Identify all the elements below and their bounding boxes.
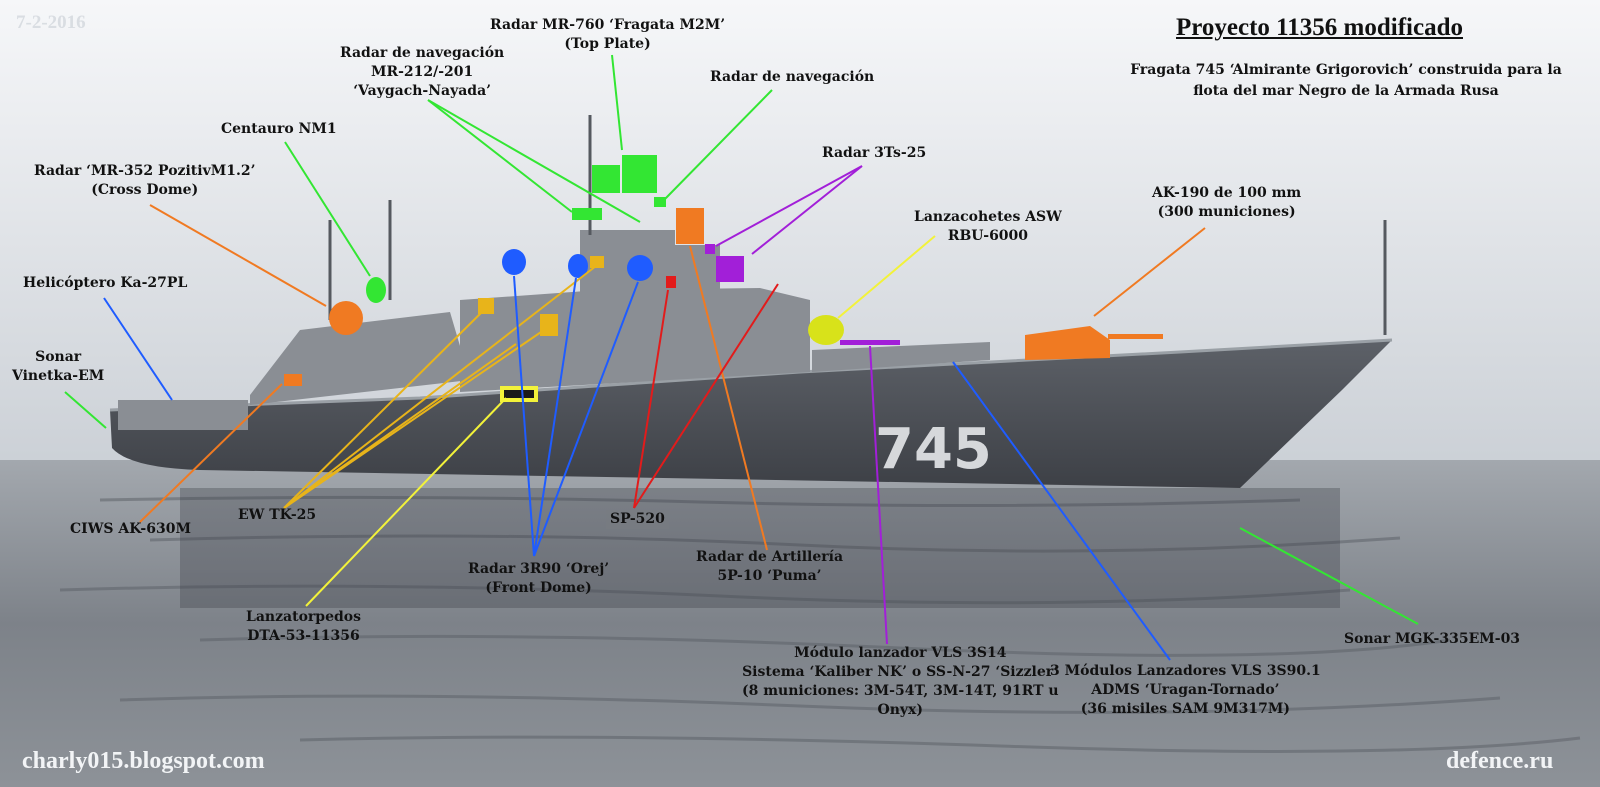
mr760-antenna xyxy=(622,155,657,193)
leader-lines xyxy=(64,54,1419,661)
line-ciws xyxy=(139,383,283,523)
label-ak190: AK-190 de 100 mm (300 municiones) xyxy=(1152,185,1302,220)
sp520-sensor xyxy=(666,276,676,288)
line-3r90-b xyxy=(533,277,577,557)
line-mr760 xyxy=(611,54,623,151)
label-radar-mr760: Radar MR-760 ‘Fragata M2M’ (Top Plate) xyxy=(490,17,726,52)
line-sonar-mgk xyxy=(1239,527,1419,625)
label-torpedo: Lanzatorpedos DTA-53-11356 xyxy=(246,609,362,644)
label-radar-artilleria: Radar de Artillería 5P-10 ‘Puma’ xyxy=(696,549,844,584)
superstructure xyxy=(118,230,990,430)
watermark-blog: charly015.blogspot.com xyxy=(22,748,265,774)
label-radar-nav: Radar de navegación xyxy=(710,69,875,85)
equipment-highlights xyxy=(284,155,1163,402)
3r90-dome-1 xyxy=(502,249,526,275)
ship-hull xyxy=(110,340,1392,488)
line-nav xyxy=(663,89,773,201)
watermark-source: defence.ru xyxy=(1446,748,1554,774)
ew-box-1 xyxy=(478,298,494,314)
label-sonar-vinetka: Sonar Vinetka-EM xyxy=(12,349,105,384)
line-vls-3s90 xyxy=(952,361,1171,661)
label-radar-nav-mr212: Radar de navegación MR-212/-201 ‘Vaygach… xyxy=(340,45,505,99)
ak190-turret xyxy=(1025,326,1110,360)
line-rbu6000 xyxy=(837,235,936,319)
line-sonar-vinetka xyxy=(64,391,107,429)
sea xyxy=(0,460,1600,787)
line-helicopter xyxy=(103,297,173,401)
label-radar-3ts25: Radar 3Ts-25 xyxy=(822,145,927,161)
line-sp520-a xyxy=(633,289,669,509)
line-vls-3s14 xyxy=(869,345,888,645)
3r90-dome-3 xyxy=(627,255,653,281)
line-ew-a xyxy=(283,311,483,509)
line-3r90-a xyxy=(513,275,535,557)
masts xyxy=(328,115,1387,335)
line-ew-c xyxy=(283,265,597,509)
torpedo-tube-inner xyxy=(504,390,534,398)
hull-number: 745 xyxy=(875,417,992,482)
label-sp520: SP-520 xyxy=(606,510,669,529)
vls-3s14-hatch xyxy=(840,340,900,345)
line-mr352 xyxy=(149,204,327,307)
artillery-radar xyxy=(676,208,704,244)
page-subtitle: Fragata 745 ‘Almirante Grigorovich’ cons… xyxy=(1130,62,1562,99)
ew-box-2 xyxy=(540,314,558,336)
line-torpedo xyxy=(305,397,507,607)
label-radar-mr352: Radar ‘MR-352 PozitivM1.2’ (Cross Dome) xyxy=(34,163,256,198)
water-ripples xyxy=(59,495,1581,753)
nav-radar-2 xyxy=(654,197,666,207)
label-vls-3s90: 3 Módulos Lanzadores VLS 3S90.1 ADMS ‘Ur… xyxy=(1050,663,1321,717)
mr352-dome xyxy=(329,301,363,335)
date-stamp: 7-2-2016 xyxy=(16,12,86,33)
label-ew: EW TK-25 xyxy=(238,507,317,523)
3ts25-antenna xyxy=(716,256,744,282)
page-title: Proyecto 11356 modificado xyxy=(1176,14,1463,41)
3ts25-small xyxy=(705,244,715,254)
label-sonar-mgk: Sonar MGK-335EM-03 xyxy=(1344,631,1521,647)
line-mr212-b xyxy=(427,99,641,223)
ew-box-3 xyxy=(590,256,604,268)
label-ciws: CIWS AK-630M xyxy=(70,521,191,537)
line-3ts25-b xyxy=(751,165,863,255)
ak190-barrel xyxy=(1108,334,1163,339)
label-helicopter: Helicóptero Ka-27PL xyxy=(23,275,188,291)
line-ak190 xyxy=(1093,227,1206,317)
label-vls-3s14: Módulo lanzador VLS 3S14 Sistema ‘Kalibe… xyxy=(742,645,1059,718)
label-centauro: Centauro NM1 xyxy=(221,121,337,137)
mr760-antenna-side xyxy=(592,165,620,193)
line-centauro xyxy=(284,141,371,277)
label-rbu6000: Lanzacohetes ASW RBU-6000 xyxy=(914,209,1062,244)
rbu6000-launcher xyxy=(808,315,844,345)
nav-radar-mr212 xyxy=(572,208,602,220)
line-3ts25-a xyxy=(715,165,863,247)
label-radar-3r90: Radar 3R90 ‘Orej’ (Front Dome) xyxy=(468,561,610,596)
3r90-dome-2 xyxy=(568,254,588,278)
line-sp520-b xyxy=(633,283,779,509)
ciws-mount xyxy=(284,374,302,386)
line-mr212-a xyxy=(427,99,573,213)
ship-reflection xyxy=(180,488,1340,608)
centauro-dome xyxy=(366,277,386,303)
line-artilleria xyxy=(689,245,768,551)
line-3r90-c xyxy=(533,281,639,557)
line-ew-d xyxy=(283,343,517,509)
